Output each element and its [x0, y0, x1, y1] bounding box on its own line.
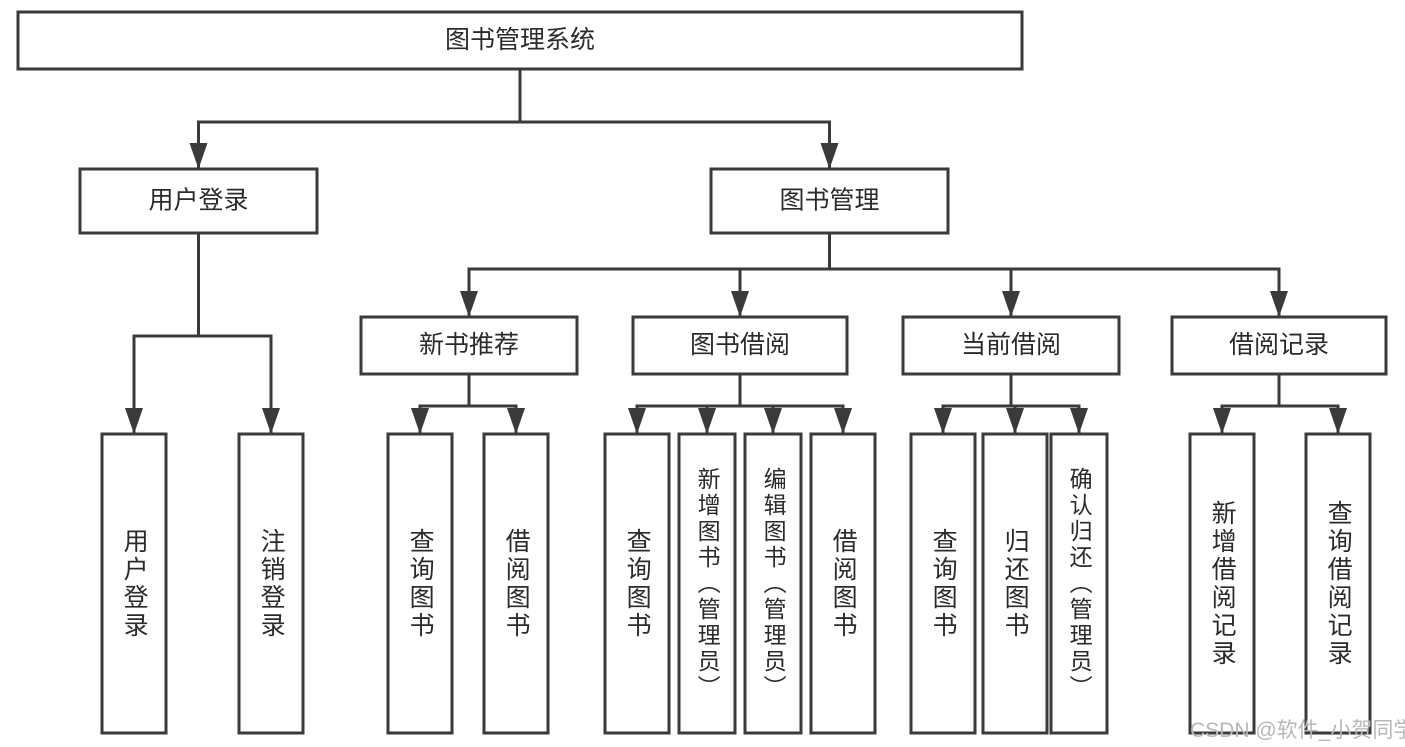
edge-borrow-arrow-0	[628, 408, 646, 434]
node-leaf-3[interactable]	[482, 432, 550, 735]
edge-borrow-arrow-1	[698, 408, 716, 434]
edge-borrow-arrow-2	[764, 408, 782, 434]
edge-bookmgmt-arrow-0	[460, 291, 478, 317]
node-l2-1[interactable]	[709, 167, 950, 235]
node-l2-0[interactable]	[78, 167, 319, 235]
node-l2-label-0: 用户登录	[148, 187, 248, 215]
node-leaf-11[interactable]	[1188, 432, 1256, 735]
edge-bookmgmt-arrow-3	[1270, 291, 1288, 317]
node-l3-2[interactable]	[901, 315, 1121, 376]
edge-record-arrow-1	[1329, 408, 1347, 434]
node-l3-label-3: 借阅记录	[1229, 331, 1329, 359]
edge-login-arrow-1	[262, 408, 280, 434]
node-root-label: 图书管理系统	[445, 26, 595, 54]
node-l3-label-0: 新书推荐	[419, 331, 519, 359]
edge-root-arrow-1	[820, 143, 839, 169]
edge-record-arrow-0	[1213, 408, 1231, 434]
node-l3-1[interactable]	[631, 315, 849, 376]
node-l3-label-2: 当前借阅	[961, 331, 1061, 359]
node-leaf-2[interactable]	[386, 432, 454, 735]
node-root[interactable]	[16, 10, 1024, 71]
node-leaf-12[interactable]	[1304, 432, 1372, 735]
edge-current-arrow-0	[934, 408, 952, 434]
node-l3-label-1: 图书借阅	[690, 331, 790, 359]
edge-root-arrow-0	[189, 143, 208, 169]
node-l3-0[interactable]	[359, 315, 579, 376]
edge-current-arrow-1	[1006, 408, 1024, 434]
node-leaf-0[interactable]	[100, 432, 168, 735]
edge-bookmgmt-arrow-1	[731, 291, 749, 317]
node-leaf-10[interactable]	[1049, 432, 1109, 735]
node-l2-label-1: 图书管理	[779, 187, 879, 215]
csdn-watermark: CSDN @软件_小贺同学	[1190, 719, 1405, 742]
edge-bookmgmt-arrow-2	[1002, 291, 1020, 317]
node-leaf-8[interactable]	[909, 432, 977, 735]
node-leaf-6[interactable]	[743, 432, 803, 735]
connector-layer	[125, 67, 1347, 435]
node-leaf-4[interactable]	[603, 432, 671, 735]
node-leaf-5[interactable]	[677, 432, 737, 735]
edge-borrow-arrow-3	[834, 408, 852, 434]
node-leaf-1[interactable]	[237, 432, 305, 735]
edge-recommend-arrow-1	[507, 408, 525, 434]
node-leaf-7[interactable]	[809, 432, 877, 735]
node-l3-3[interactable]	[1170, 315, 1388, 376]
node-box-layer	[16, 10, 1388, 735]
node-leaf-9[interactable]	[981, 432, 1049, 735]
edge-current-arrow-2	[1070, 408, 1088, 434]
edge-recommend-arrow-0	[411, 408, 429, 434]
edge-login-arrow-0	[125, 408, 143, 434]
